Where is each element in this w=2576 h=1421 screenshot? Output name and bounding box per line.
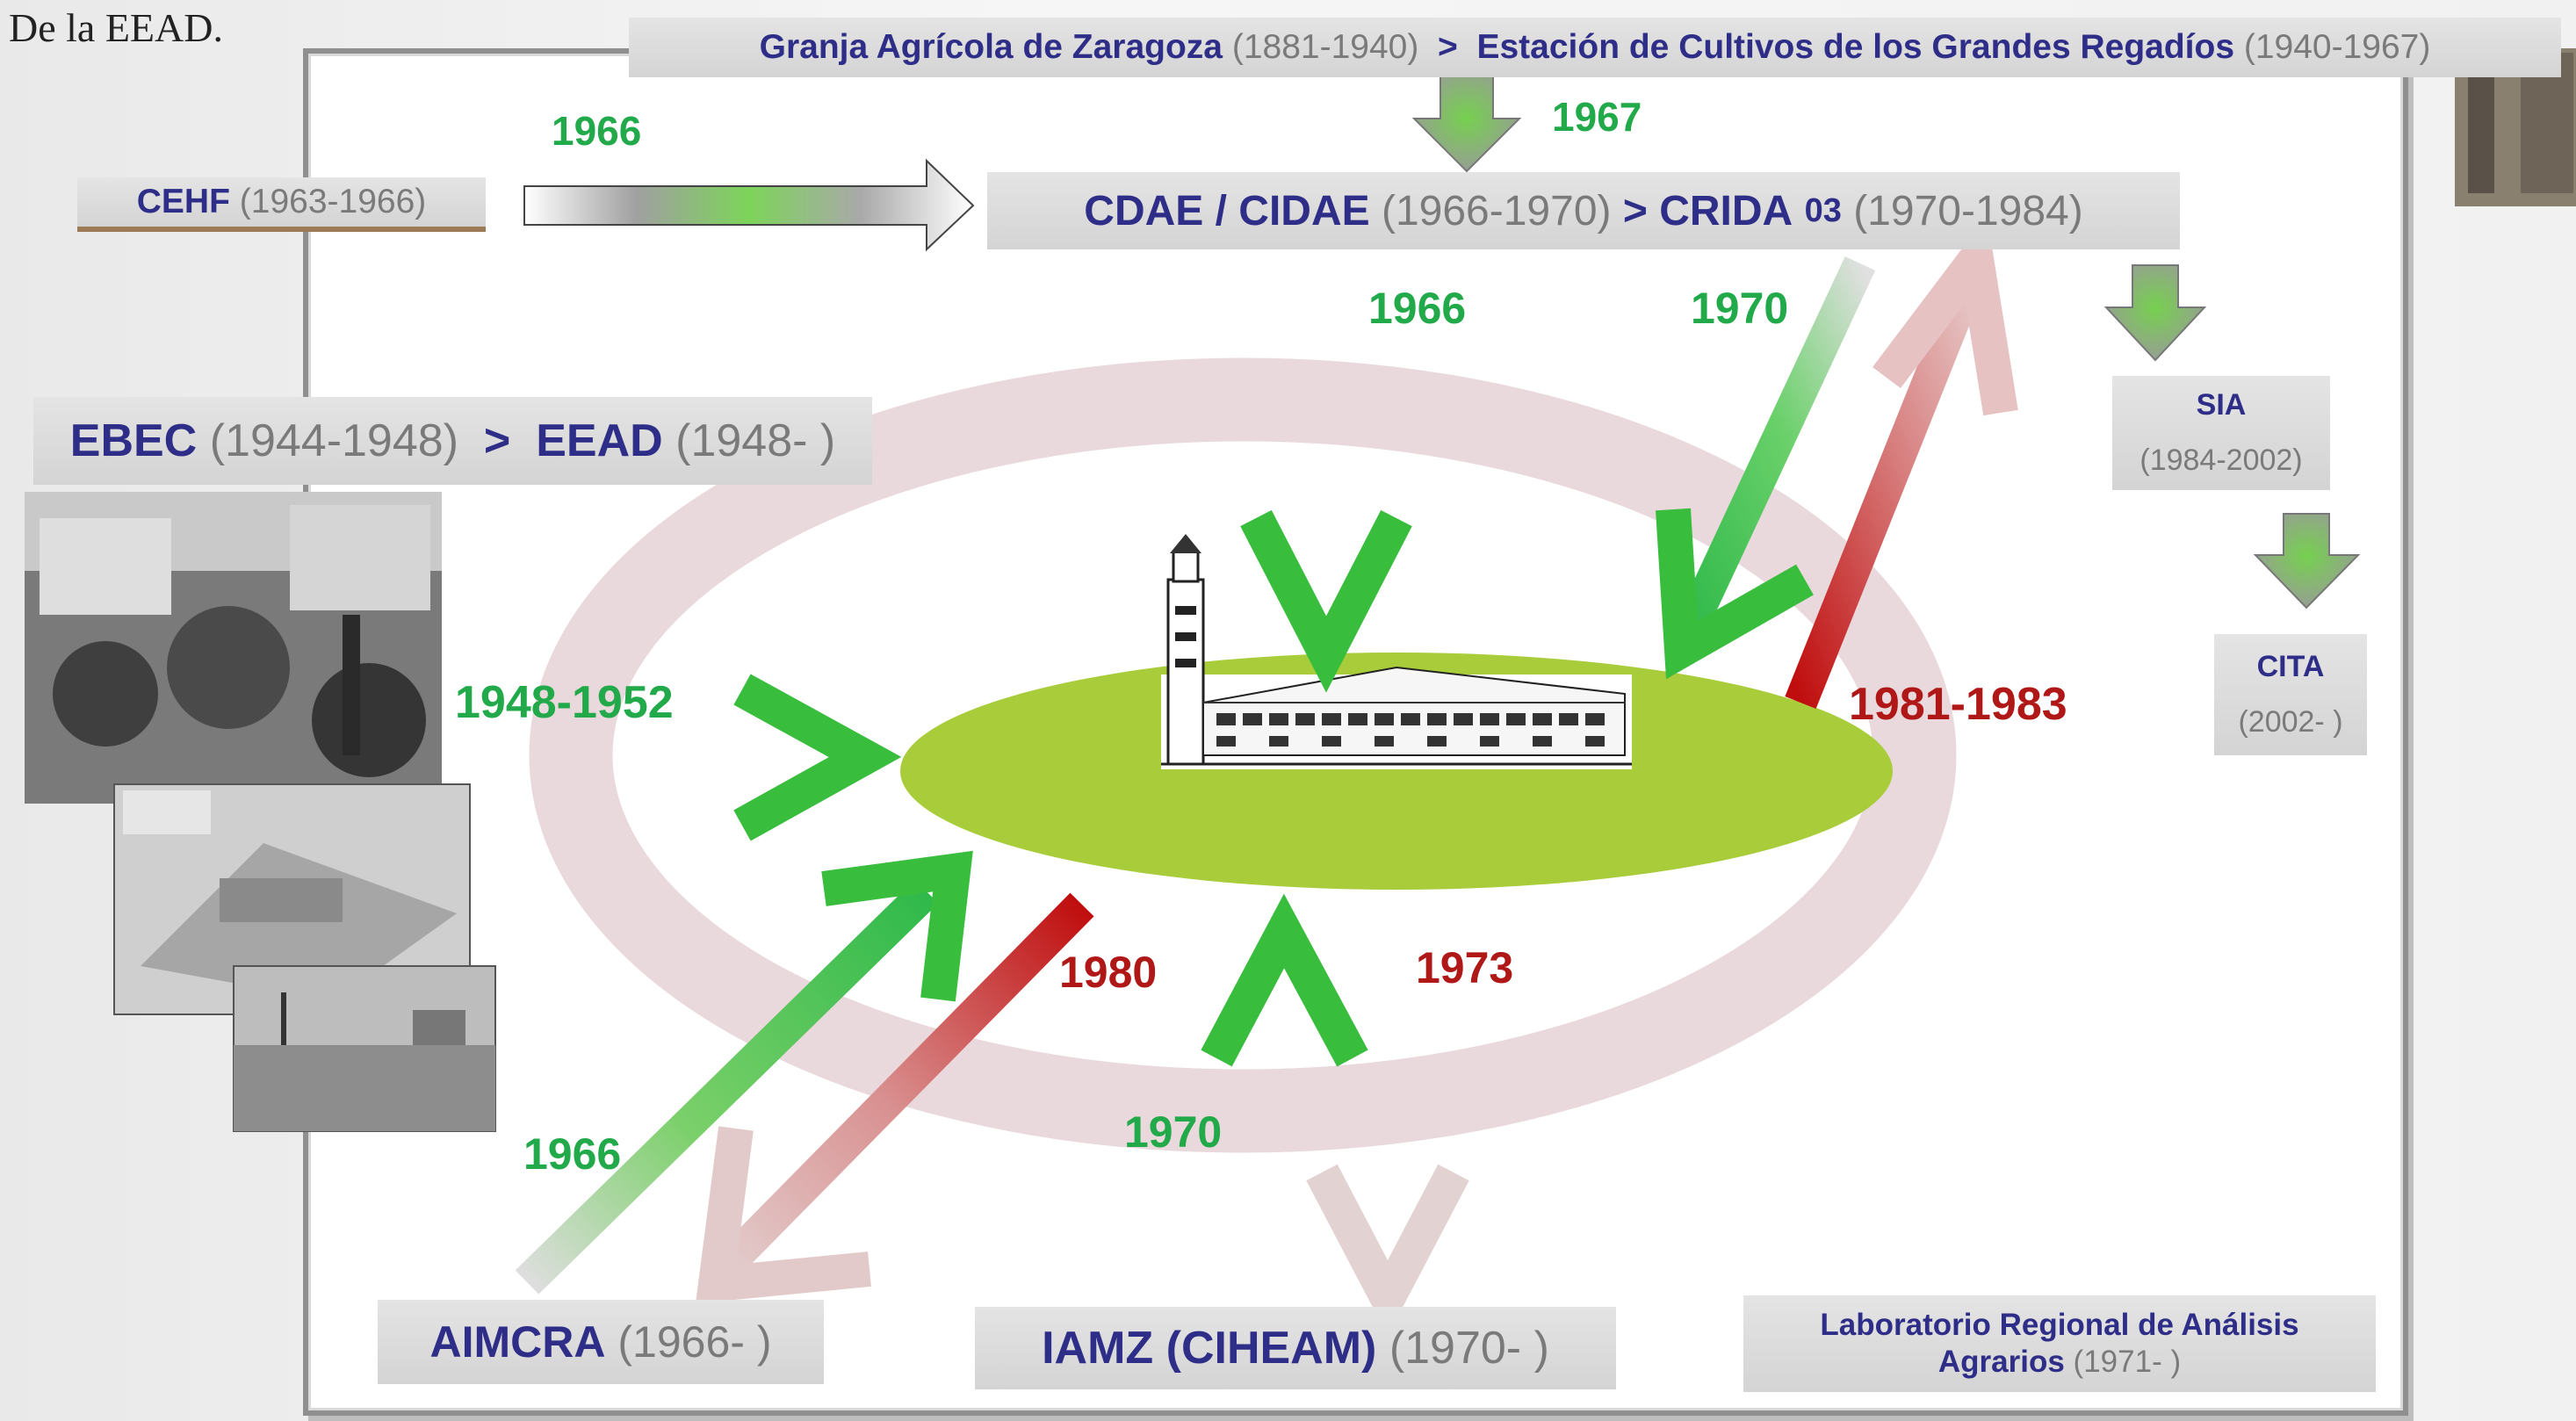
year-1973: 1973 — [1416, 943, 1514, 992]
ebec-separator: > — [483, 415, 511, 466]
central-ellipse — [900, 653, 1893, 890]
arrow-1981-sia — [1785, 215, 2018, 710]
cita-box: CITA (2002- ) — [2214, 634, 2367, 755]
header-separator: > — [1438, 28, 1458, 66]
arrow-cita-down — [2253, 513, 2361, 610]
aimcra-years: (1966- ) — [617, 1317, 772, 1367]
ebec-years: (1944-1948) — [209, 415, 459, 466]
arrow-sia-down — [2103, 264, 2207, 362]
historic-photo-3 — [233, 965, 496, 1132]
cita-name: CITA — [2256, 650, 2325, 684]
ebec-box: EBEC (1944-1948) > EEAD (1948- ) — [33, 397, 872, 485]
eead-years: (1948- ) — [675, 415, 836, 466]
cdae-years: (1966-1970) — [1381, 187, 1612, 234]
cita-years: (2002- ) — [2238, 705, 2343, 739]
estacion-years: (1940-1967) — [2243, 28, 2431, 66]
cehf-box: CEHF (1963-1966) — [77, 177, 486, 232]
crida-years: (1970-1984) — [1853, 187, 2083, 234]
aimcra-name: AIMCRA — [429, 1317, 606, 1367]
arrow-1948-ebec — [452, 674, 902, 841]
lab-name-line1: Laboratorio Regional de Análisis — [1820, 1308, 2299, 1342]
iamz-name: IAMZ (CIHEAM) — [1042, 1323, 1377, 1374]
historic-photo-1 — [25, 492, 442, 804]
year-1981-1983: 1981-1983 — [1849, 679, 2067, 730]
crida-name: CRIDA — [1659, 187, 1793, 234]
arrow-cehf-right — [523, 158, 975, 252]
sia-name: SIA — [2196, 388, 2247, 422]
cehf-name: CEHF — [136, 183, 230, 220]
eead-name: EEAD — [536, 415, 663, 466]
year-1970-iamz: 1970 — [1124, 1107, 1223, 1157]
aimcra-box: AIMCRA (1966- ) — [378, 1300, 824, 1384]
year-1980: 1980 — [1059, 948, 1158, 997]
granja-name: Granja Agrícola de Zaragoza — [759, 28, 1223, 66]
cdae-separator: > — [1622, 187, 1648, 234]
sia-years: (1984-2002) — [2139, 444, 2303, 477]
cdae-name: CDAE / CIDAE — [1084, 187, 1370, 234]
ebec-name: EBEC — [69, 415, 198, 466]
granja-years: (1881-1940) — [1231, 28, 1419, 66]
crida-number: 03 — [1804, 191, 1842, 229]
arrow-1966-aimcra — [515, 850, 973, 1295]
sia-box: SIA (1984-2002) — [2112, 376, 2330, 490]
iamz-years: (1970- ) — [1389, 1323, 1549, 1374]
arrow-1970-crida — [1656, 256, 1876, 680]
year-1948-1952: 1948-1952 — [455, 677, 674, 728]
year-1970-crida: 1970 — [1691, 284, 1789, 333]
caption: De la EEAD. — [9, 5, 223, 50]
arrow-1970-iamz — [1201, 893, 1368, 1295]
lab-years: (1971- ) — [2073, 1345, 2182, 1379]
year-1967: 1967 — [1552, 94, 1642, 140]
arrow-1973-iamz — [1306, 918, 1469, 1337]
arrow-1980-aimcra — [695, 892, 1094, 1304]
eead-building-icon — [1161, 534, 1632, 769]
year-1966-aimcra: 1966 — [523, 1129, 622, 1179]
header-banner: Granja Agrícola de Zaragoza (1881-1940) … — [629, 18, 2561, 77]
year-1966-cehf: 1966 — [552, 108, 642, 154]
estacion-name: Estación de Cultivos de los Grandes Rega… — [1476, 28, 2235, 66]
arrow-1966-cdae — [1240, 270, 1412, 693]
iamz-box: IAMZ (CIHEAM) (1970- ) — [975, 1307, 1616, 1389]
cehf-years: (1963-1966) — [239, 183, 427, 220]
arrow-1967-down — [1411, 74, 1522, 173]
cdae-box: CDAE / CIDAE (1966-1970) > CRIDA 03 (197… — [987, 172, 2180, 249]
year-1966-cdae: 1966 — [1368, 284, 1467, 333]
lab-name-line2: Agrarios — [1937, 1345, 2065, 1379]
